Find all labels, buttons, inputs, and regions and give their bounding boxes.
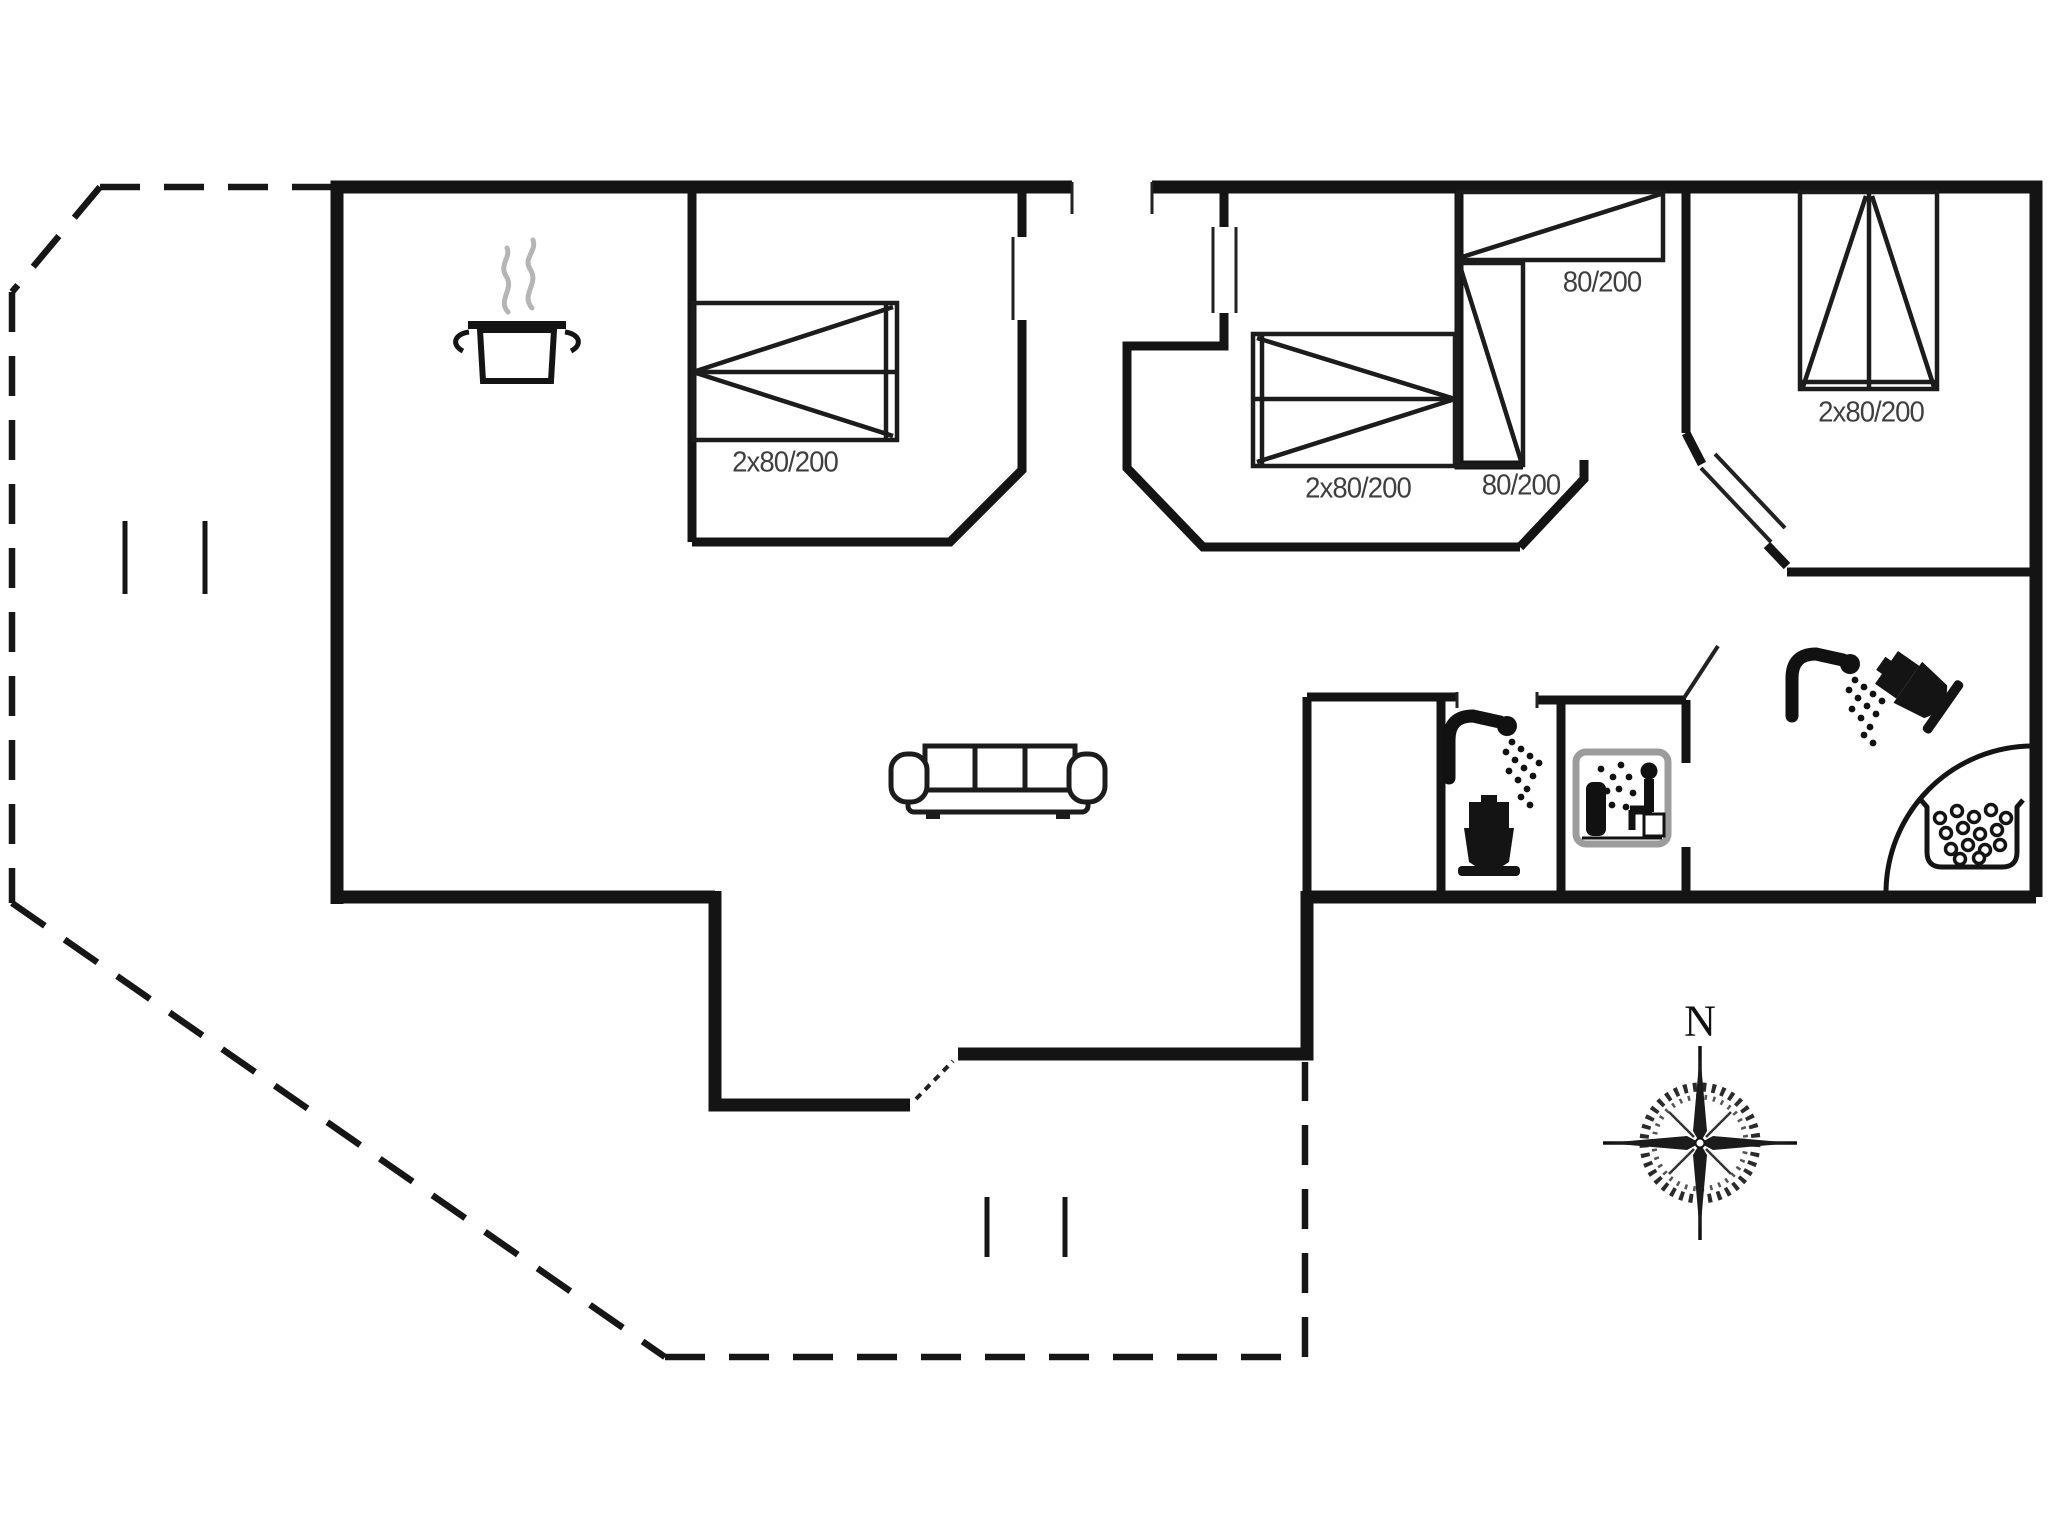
compass-north-label: N — [1684, 996, 1716, 1046]
cooking-pot-icon — [453, 237, 581, 384]
spray-dots — [1845, 676, 1886, 747]
bunk-bed-symbol-top — [1455, 189, 1666, 263]
bed-size-label: 2x80/200 — [1305, 472, 1412, 505]
corner-bathtub-icon — [1883, 743, 2034, 894]
double-bed-symbol-bedroom3 — [1797, 189, 1940, 392]
bunk-bed-symbol-side — [1455, 260, 1526, 468]
steam-icon — [501, 237, 537, 315]
door-openings — [914, 182, 1787, 1101]
compass-star — [1606, 1052, 1794, 1234]
bed-size-label: 80/200 — [1481, 469, 1562, 502]
toilet-icon-right-bathroom — [1875, 650, 1964, 734]
bed-size-label: 2x80/200 — [732, 446, 839, 479]
shower-icon-middle-bathroom — [1442, 709, 1543, 809]
double-bed-symbol-bedroom2 — [1250, 331, 1458, 469]
double-bed-symbol-bedroom1 — [690, 300, 900, 443]
shower-icon-right-bathroom — [1785, 647, 1886, 747]
terrace-outline — [8, 183, 1309, 1361]
bed-size-label: 2x80/200 — [1818, 396, 1925, 429]
spray-dots — [1502, 738, 1543, 809]
toilet-icon-middle-bathroom — [1458, 795, 1520, 876]
sofa-icon — [888, 743, 1108, 819]
sauna-icon — [1572, 748, 1672, 848]
bubbles — [1932, 802, 2014, 867]
compass-rose-icon — [1603, 1046, 1797, 1240]
outer-walls — [330, 180, 2043, 1112]
bed-size-label: 80/200 — [1562, 266, 1643, 299]
terrace-tick-marks — [122, 521, 1068, 1257]
sauna-steam-dots — [1597, 761, 1637, 811]
